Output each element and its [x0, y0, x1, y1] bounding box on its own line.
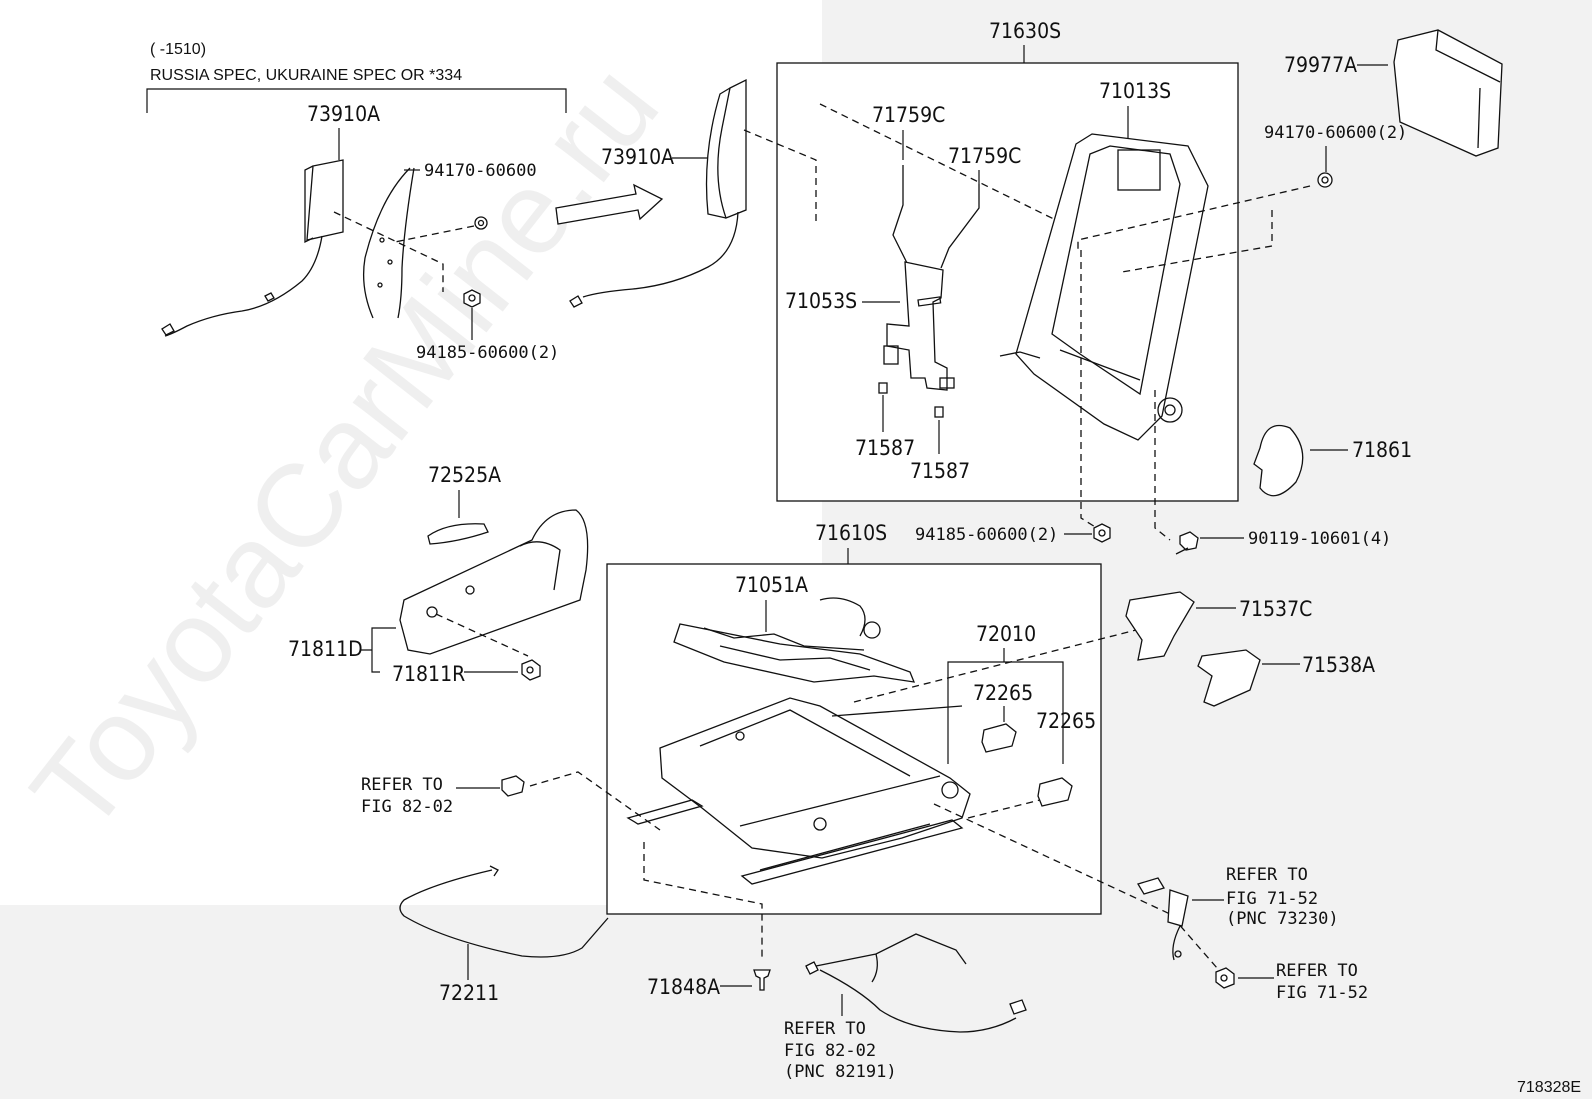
- nut-94170-60600[interactable]: [474, 216, 488, 230]
- seatback-frame-box: [776, 62, 1239, 502]
- seatback-frame[interactable]: [999, 133, 1209, 441]
- dash-headrest-guide: [819, 103, 1069, 227]
- nut-belt-anchor[interactable]: [1215, 967, 1235, 989]
- dash-rail-screw: [643, 842, 763, 960]
- part-label-72265-b[interactable]: 72265: [1036, 709, 1096, 733]
- part-label-90119-10601[interactable]: 90119-10601(4): [1248, 529, 1391, 549]
- seatback-side-panel-left: [362, 167, 415, 319]
- refer-line2: FIG 82-02: [361, 797, 453, 817]
- airbag-module-left[interactable]: [161, 159, 344, 337]
- part-label-94185-60600-left[interactable]: 94185-60600(2): [416, 343, 559, 363]
- part-label-94170-60600-2[interactable]: 94170-60600(2): [1264, 123, 1407, 143]
- knob-72525a[interactable]: [427, 523, 489, 545]
- refer-line1: REFER TO: [784, 1019, 866, 1039]
- part-label-71587-a[interactable]: 71587: [855, 436, 915, 460]
- part-label-72525a[interactable]: 72525A: [428, 463, 501, 487]
- lumbar-support-wires[interactable]: [892, 165, 980, 269]
- part-label-71053s[interactable]: 71053S: [785, 289, 857, 313]
- refer-fig-82-02-bottom[interactable]: REFER TO FIG 82-02 (PNC 82191): [784, 1019, 897, 1082]
- part-label-71538a[interactable]: 71538A: [1302, 653, 1375, 677]
- refer-line3: (PNC 73230): [1226, 909, 1339, 929]
- refer-line2: FIG 71-52: [1226, 889, 1318, 909]
- part-label-79977a[interactable]: 79977A: [1284, 53, 1357, 77]
- refer-line2: FIG 82-02: [784, 1041, 876, 1061]
- part-label-71630s[interactable]: 71630S: [989, 19, 1061, 43]
- headrest-pad[interactable]: [1393, 29, 1503, 157]
- dash-adjuster-b: [967, 799, 1041, 819]
- refer-fig-71-52-belt[interactable]: REFER TO FIG 71-52 (PNC 73230): [1226, 865, 1339, 929]
- shoulder-cover-71861[interactable]: [1253, 424, 1304, 497]
- part-label-73910a-left[interactable]: 73910A: [307, 102, 380, 126]
- dash-frame-bolt-a: [1080, 250, 1101, 531]
- refer-line2: FIG 71-52: [1276, 983, 1368, 1003]
- part-label-71013s[interactable]: 71013S: [1099, 79, 1171, 103]
- clip-71587-a[interactable]: [878, 382, 888, 394]
- dash-airbag-to-bracket: [333, 211, 444, 292]
- seat-cushion-frame-box: [606, 563, 1102, 915]
- part-label-71587-b[interactable]: 71587: [910, 459, 970, 483]
- part-label-71051a[interactable]: 71051A: [735, 573, 808, 597]
- watermark: ToyotaCarMine.ru: [6, 41, 683, 856]
- leader-71811d: [360, 627, 396, 673]
- clip-71587-b[interactable]: [934, 406, 944, 418]
- refer-fig-82-02-left[interactable]: REFER TO FIG 82-02: [361, 775, 453, 817]
- part-label-94170-60600[interactable]: 94170-60600: [424, 161, 537, 181]
- cushion-spring-71051a[interactable]: [673, 597, 916, 683]
- part-label-94185-60600-right[interactable]: 94185-60600(2): [915, 525, 1058, 545]
- part-label-72010[interactable]: 72010: [976, 622, 1036, 646]
- date-range-note: ( -1510): [150, 41, 206, 58]
- seat-cushion-frame[interactable]: [659, 697, 971, 859]
- leader-72010: [947, 648, 1064, 764]
- dash-belt: [933, 803, 1225, 977]
- adjuster-72265-b[interactable]: [1037, 777, 1073, 807]
- nut-94185-60600-left[interactable]: [463, 289, 481, 308]
- dash-headrest-nuts: [1077, 185, 1311, 273]
- part-label-71537c[interactable]: 71537C: [1239, 597, 1312, 621]
- wire-frame-72211[interactable]: [399, 865, 609, 958]
- seat-side-shield[interactable]: [399, 509, 589, 655]
- part-label-72211[interactable]: 72211: [439, 981, 499, 1005]
- spec-bracket: [146, 88, 567, 113]
- refer-line1: REFER TO: [361, 775, 443, 795]
- part-label-73910a-right[interactable]: 73910A: [601, 145, 674, 169]
- screw-71811r[interactable]: [521, 659, 541, 681]
- bracket-71537c[interactable]: [1125, 591, 1195, 661]
- connector-cap-left[interactable]: [501, 775, 525, 797]
- refer-line1: REFER TO: [1226, 865, 1308, 885]
- diagram-id: 718328E: [1517, 1079, 1581, 1096]
- dash-airbag-to-frame: [743, 129, 817, 222]
- part-label-72265-a[interactable]: 72265: [973, 681, 1033, 705]
- refer-line3: (PNC 82191): [784, 1062, 897, 1082]
- part-label-71759c-a[interactable]: 71759C: [872, 103, 945, 127]
- spec-note: RUSSIA SPEC, UKURAINE SPEC OR *334: [150, 67, 462, 84]
- nut-94170-60600-pair[interactable]: [1317, 172, 1333, 188]
- direction-arrow: [555, 183, 664, 225]
- background-panel-bottom: [0, 905, 1592, 1099]
- part-label-71811d[interactable]: 71811D: [288, 637, 363, 661]
- screw-71848a[interactable]: [753, 969, 771, 991]
- part-label-71610s[interactable]: 71610S: [815, 521, 887, 545]
- nut-94185-60600-right[interactable]: [1093, 523, 1111, 543]
- dash-cushion-cover-ref: [529, 771, 661, 831]
- refer-line1: REFER TO: [1276, 961, 1358, 981]
- dash-frame-bolt-b: [1154, 390, 1171, 541]
- part-label-71759c-b[interactable]: 71759C: [948, 144, 1021, 168]
- part-label-71811r[interactable]: 71811R: [392, 662, 465, 686]
- dash-shield-screw: [435, 613, 529, 657]
- lumbar-support-plate[interactable]: [883, 261, 955, 391]
- dash-94170-60600: [394, 225, 475, 243]
- bolt-90119-10601[interactable]: [1175, 531, 1199, 555]
- bracket-71538a[interactable]: [1197, 649, 1261, 707]
- seat-slide-rail[interactable]: [626, 799, 964, 885]
- airbag-module-right[interactable]: [569, 78, 747, 308]
- dash-bracket-71537c: [853, 629, 1137, 703]
- adjuster-72265-a[interactable]: [981, 723, 1017, 753]
- seat-belt-buckle[interactable]: [1137, 877, 1189, 961]
- refer-fig-71-52-nut[interactable]: REFER TO FIG 71-52: [1276, 961, 1368, 1003]
- part-label-71861[interactable]: 71861: [1352, 438, 1412, 462]
- seat-wire-harness[interactable]: [805, 933, 1027, 1033]
- part-label-71848a[interactable]: 71848A: [647, 975, 720, 999]
